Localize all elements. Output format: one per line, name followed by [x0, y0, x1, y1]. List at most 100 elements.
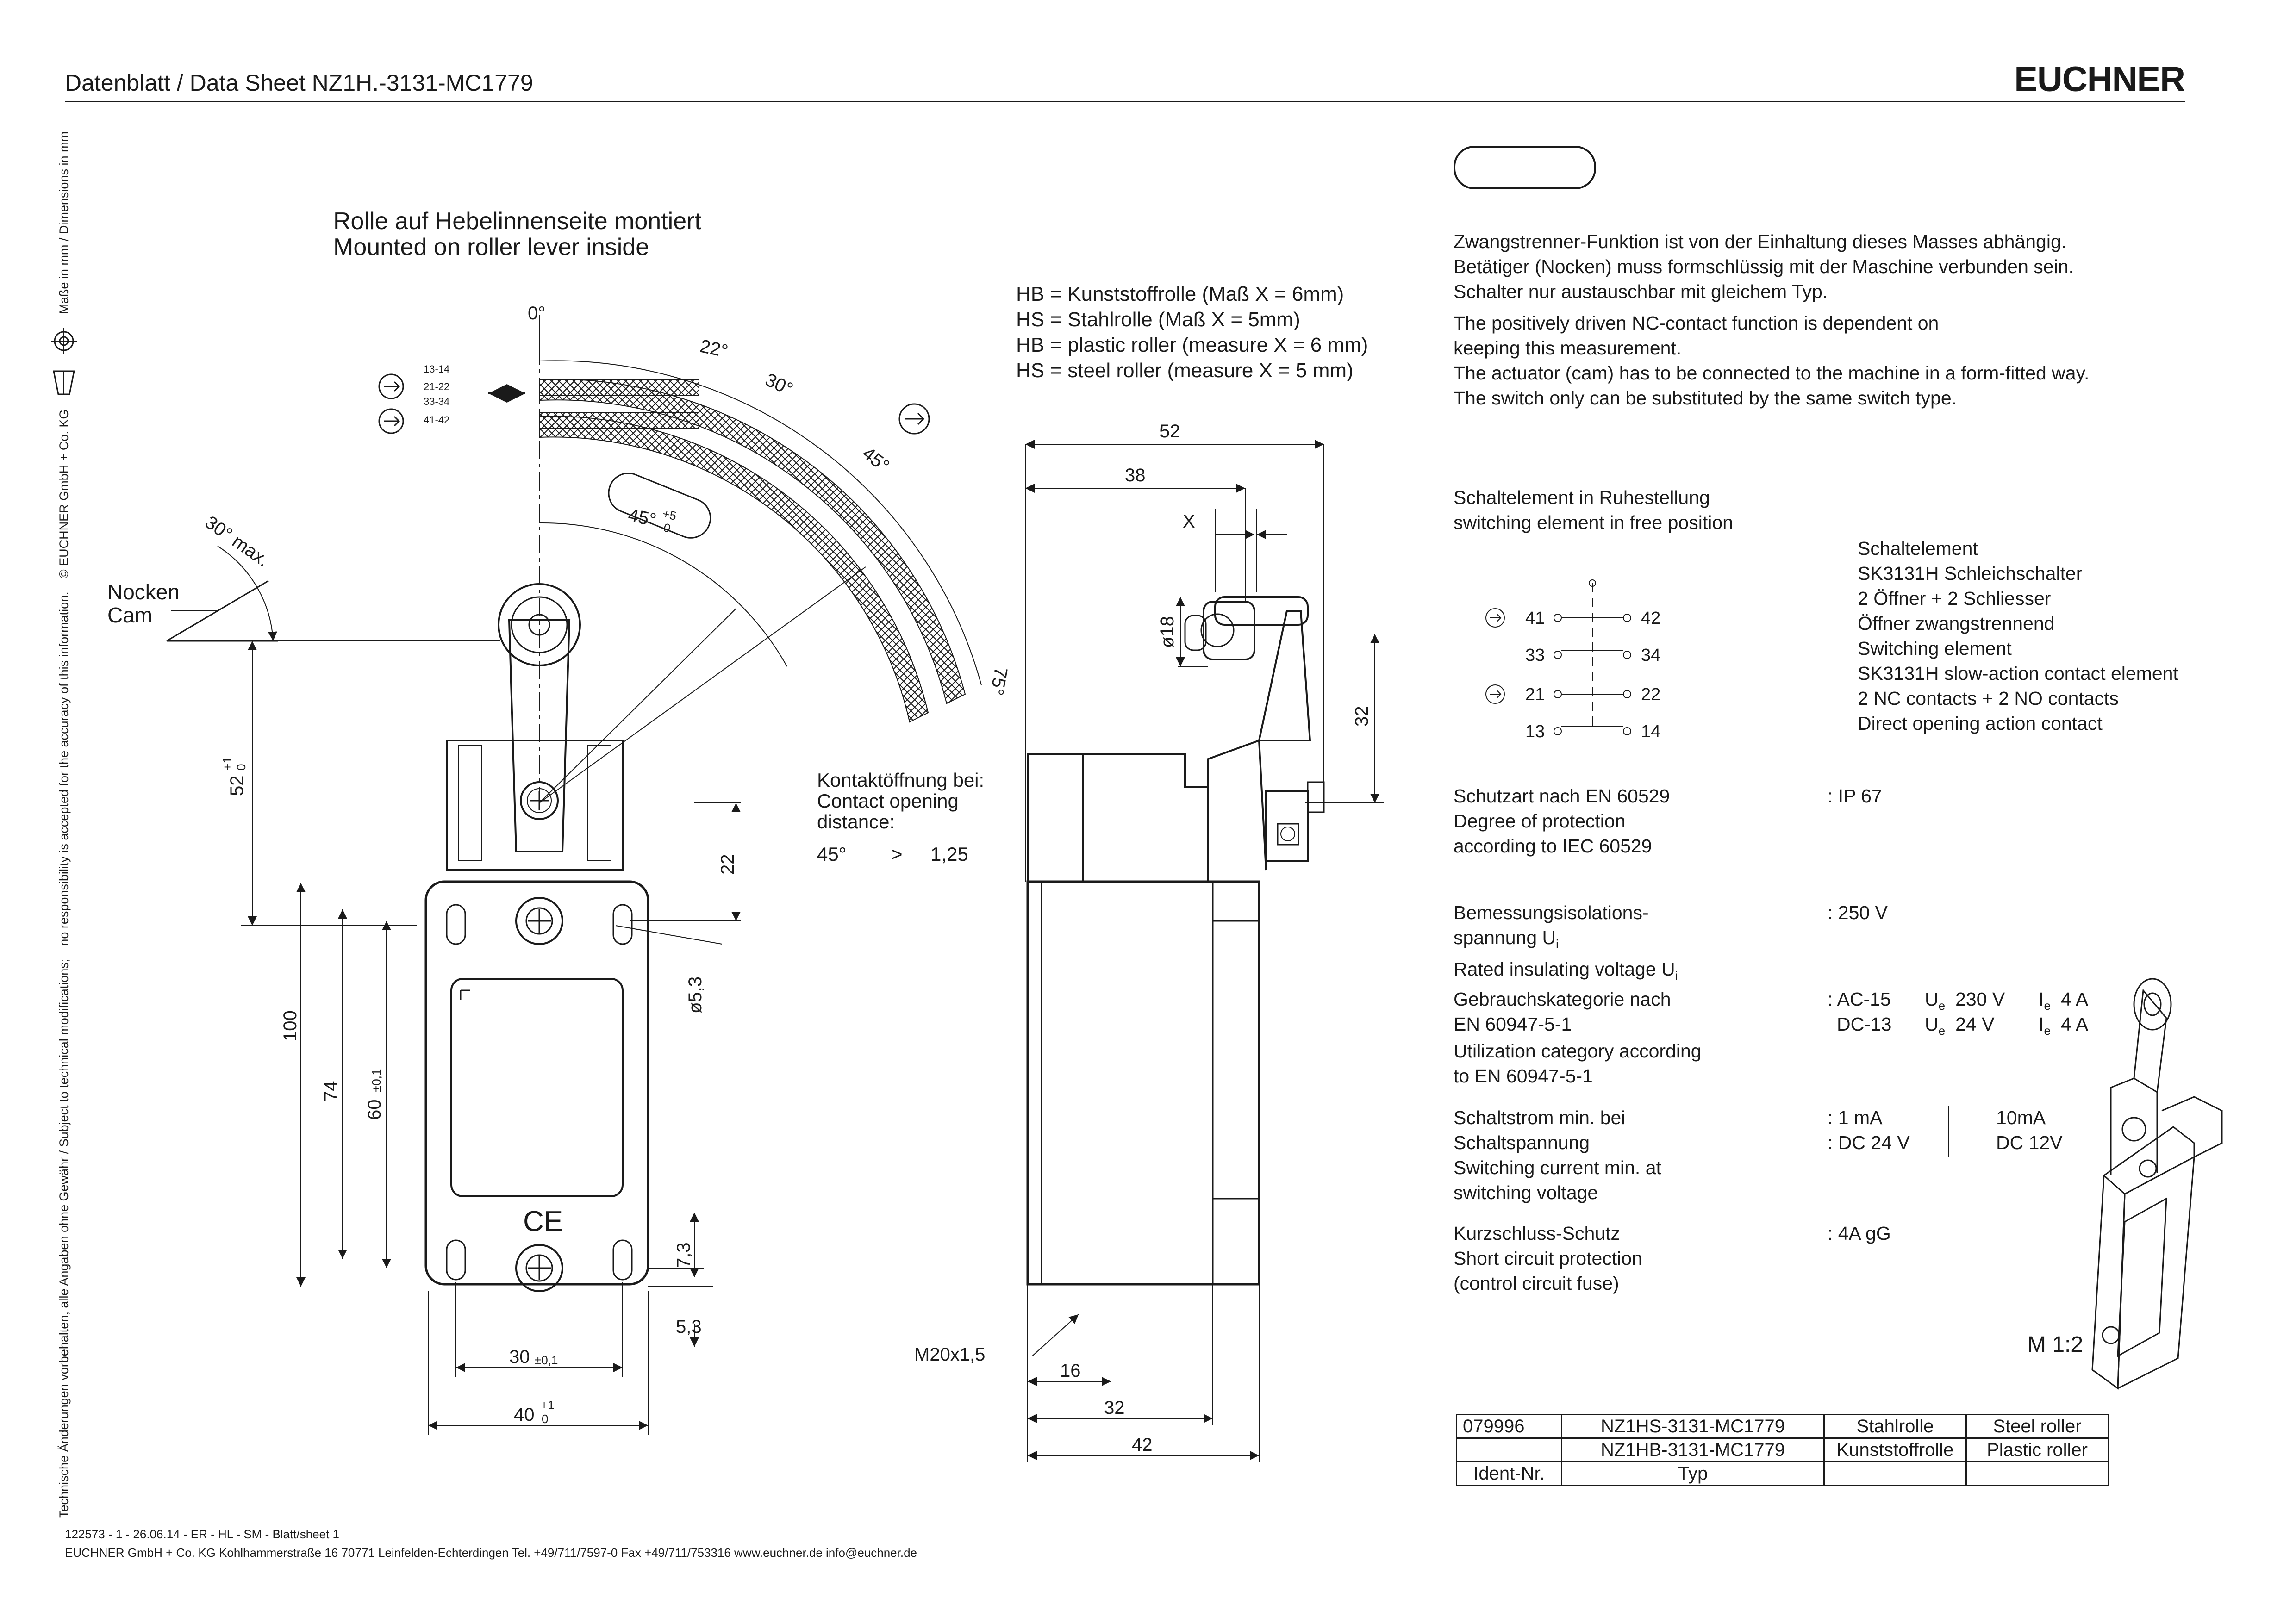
insulation-en: Rated insulating voltage U [1454, 958, 1675, 980]
dim-40-tol-zero: 0 [542, 1412, 548, 1426]
insulation-sub-1: i [1556, 937, 1559, 951]
current-value-3: 10mA [1996, 1107, 2046, 1128]
note-en-2: keeping this measurement. [1454, 337, 1682, 359]
util-dc-u: U [1925, 1014, 1939, 1035]
contact-opening-en-2: distance: [817, 811, 895, 833]
side-dim-38: 38 [1125, 465, 1146, 485]
table-cell: Ident-Nr. [1456, 1461, 1562, 1486]
terminal-21: 21 [1525, 685, 1545, 704]
util-ac-iv: 4 A [2060, 989, 2089, 1010]
util-dc-iv: 4 A [2060, 1014, 2089, 1035]
current-en-1: Switching current min. at [1454, 1157, 1661, 1178]
terminal-14: 14 [1641, 722, 1660, 741]
svg-text:CE: CE [523, 1206, 563, 1237]
current-de-2: Schaltspannung [1454, 1132, 1590, 1153]
angle-0-label: 0° [528, 303, 545, 323]
travel-band-outer [539, 379, 966, 704]
spec-switching-current: Schaltstrom min. bei Schaltspannung Swit… [1454, 1105, 1661, 1205]
travel-band-inner [539, 416, 929, 723]
note-de-3: Schalter nur austauschbar mit gleichem T… [1454, 281, 1828, 302]
slot-45-label: 45° [626, 505, 658, 531]
cam-label-en: Cam [107, 603, 152, 627]
util-de-1: Gebrauchskategorie nach [1454, 989, 1671, 1010]
dim-5-3-label: 5,3 [676, 1317, 702, 1337]
util-ac-u-sub: e [1938, 999, 1946, 1013]
table-cell: NZ1HS-3131-MC1779 [1561, 1414, 1825, 1439]
short-en-1: Short circuit protection [1454, 1248, 1642, 1269]
roller-mount-title: Rolle auf Hebelinnenseite montiert Mount… [333, 208, 701, 260]
spec-insulation: Bemessungsisolations- spannung Ui Rated … [1454, 900, 1678, 988]
side-roller [1203, 601, 1255, 660]
table-cell [1823, 1461, 1967, 1486]
footer-doc-id: 122573 - 1 - 26.06.14 - ER - HL - SM - B… [65, 1527, 339, 1541]
table-row: NZ1HB-3131-MC1779 Kunststoffrolle Plasti… [1456, 1437, 2109, 1462]
side-dim-x: X [1183, 511, 1195, 532]
short-de: Kurzschluss-Schutz [1454, 1223, 1621, 1244]
parts-table: 079996 NZ1HS-3131-MC1779 Stahlrolle Stee… [1456, 1414, 2109, 1486]
roller-title-de: Rolle auf Hebelinnenseite montiert [333, 208, 701, 235]
switching-head-de: Schaltelement in Ruhestellung [1454, 487, 1710, 508]
contact-33-34: 33-34 [424, 396, 449, 407]
insulation-sub-2: i [1675, 969, 1678, 983]
util-dc-cat: DC-13 [1837, 1014, 1892, 1035]
note-en-3: The actuator (cam) has to be connected t… [1454, 362, 2090, 384]
side-dim-42: 42 [1132, 1435, 1153, 1455]
terminal-22: 22 [1641, 685, 1660, 704]
legend-line-2: HS = Stahlrolle (Maß X = 5mm) [1016, 308, 1300, 331]
table-row: 079996 NZ1HS-3131-MC1779 Stahlrolle Stee… [1456, 1414, 2109, 1439]
table-cell: NZ1HB-3131-MC1779 [1561, 1437, 1825, 1462]
dim-40-tol-plus: +1 [541, 1398, 555, 1412]
angle-75-label: 75° [986, 665, 1011, 696]
sidebar-disclaimer: Technische Änderungen vorbehalten, alle … [50, 131, 78, 1518]
sw-desc-6: SK3131H slow-action contact element [1858, 663, 2178, 684]
insulation-de-2: spannung U [1454, 927, 1556, 948]
euchner-logo: EUCHNER [2014, 60, 2185, 99]
table-cell: Plastic roller [1965, 1437, 2109, 1462]
thread-m20: M20x1,5 [914, 1344, 985, 1365]
legend-line-3: HB = plastic roller (measure X = 6 mm) [1016, 334, 1368, 356]
cam-label-de: Nocken [107, 580, 180, 604]
util-dc-i-sub: e [2044, 1024, 2051, 1038]
scale-label: M 1:2 [2028, 1332, 2084, 1357]
isometric-switch-view [2091, 978, 2223, 1390]
roller-outer [498, 583, 581, 666]
util-de-2: EN 60947-5-1 [1454, 1014, 1572, 1035]
dim-40-label: 40 [514, 1405, 535, 1425]
insulation-en-row: Rated insulating voltage Ui [1454, 957, 1678, 988]
insulation-de-1: Bemessungsisolations- [1454, 902, 1649, 923]
sheet-title: Datenblatt / Data Sheet NZ1H.-3131-MC177… [65, 70, 533, 96]
table-cell: Stahlrolle [1823, 1414, 1967, 1439]
terminal-34: 34 [1641, 646, 1660, 665]
terminal-41: 41 [1525, 609, 1545, 628]
dim-74-label: 74 [321, 1081, 341, 1102]
current-separator [1948, 1106, 1949, 1157]
side-dim-32: 32 [1104, 1398, 1125, 1418]
table-cell [1456, 1437, 1562, 1462]
legend-line-4: HS = steel roller (measure X = 5 mm) [1016, 359, 1354, 382]
dim-52-tol-zero: 0 [234, 764, 248, 771]
current-value-2: : DC 24 V [1828, 1132, 1910, 1153]
roller-legend: HB = Kunststoffrolle (Maß X = 6mm) HS = … [1016, 281, 1368, 383]
current-en-2: switching voltage [1454, 1182, 1598, 1203]
switching-element-description: Schaltelement SK3131H Schleichschalter 2… [1858, 536, 2178, 736]
table-cell [1965, 1461, 2109, 1486]
table-cell: Kunststoffrolle [1823, 1437, 1967, 1462]
note-en-4: The switch only can be substituted by th… [1454, 387, 1957, 409]
contact-41-42: 41-42 [424, 414, 449, 426]
dim-60-tol: ±0,1 [369, 1069, 383, 1092]
insulation-de-2-row: spannung Ui [1454, 925, 1678, 957]
side-dim-32-vertical: 32 [1352, 706, 1372, 727]
current-value-1: : 1 mA [1828, 1107, 1883, 1128]
roller-title-en: Mounted on roller lever inside [333, 234, 649, 261]
sw-desc-1: Schaltelement [1858, 538, 1978, 559]
util-dc-u-sub: e [1938, 1024, 1946, 1038]
sw-desc-4: Öffner zwangstrennend [1858, 613, 2055, 634]
protection-en-2: according to IEC 60529 [1454, 835, 1652, 857]
contact-opening-gt: > [891, 843, 903, 865]
util-en-2: to EN 60947-5-1 [1454, 1065, 1593, 1087]
dim-60-label: 60 [364, 1100, 385, 1120]
protection-value: : IP 67 [1828, 785, 1882, 807]
dim-52-tol-plus: +1 [220, 757, 234, 771]
